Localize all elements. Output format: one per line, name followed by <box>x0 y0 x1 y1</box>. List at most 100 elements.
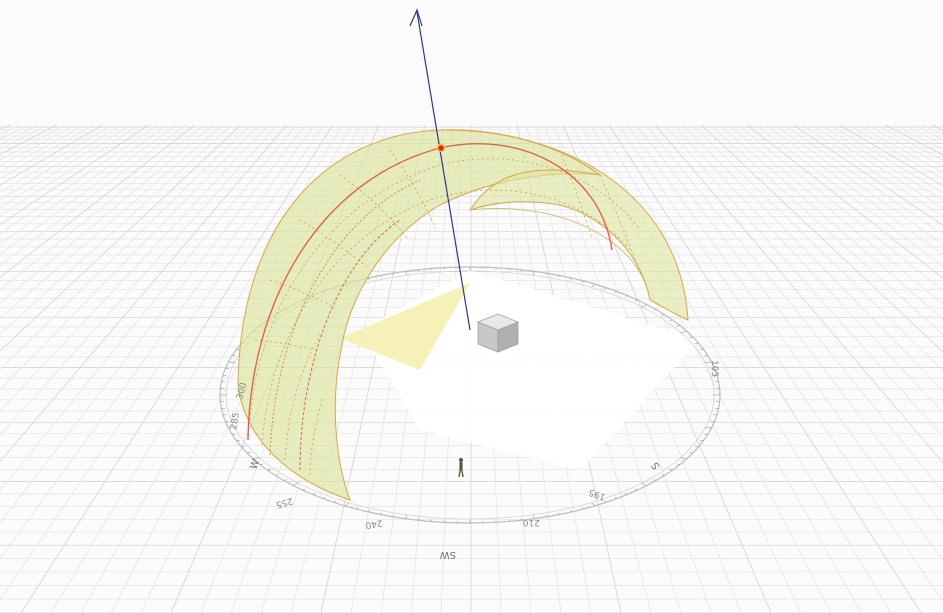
grid-line-radial <box>0 119 157 226</box>
dome-lattice-arc <box>389 149 471 321</box>
sun-position-marker-icon[interactable] <box>436 143 446 153</box>
compass-tick <box>521 518 523 521</box>
grid-line-radial <box>641 119 943 493</box>
compass-label-sw: SW <box>440 549 456 560</box>
compass-tick <box>704 361 712 364</box>
compass-tick <box>680 330 687 333</box>
grid-line-radial <box>0 119 220 305</box>
sun-vector-arrow-icon <box>409 8 423 27</box>
sun-path-equinox <box>269 179 421 456</box>
compass-label-300: 300 <box>235 381 249 400</box>
grid-line-radial <box>0 119 58 150</box>
grid-line-radial <box>0 119 148 217</box>
compass-tick <box>689 452 693 454</box>
compass-tick <box>344 502 349 507</box>
grid-line-radial <box>758 119 943 256</box>
compass-tick <box>380 512 382 515</box>
grid-line-radial <box>0 119 139 208</box>
grid-line-radial <box>605 119 922 613</box>
dome-left-shell <box>237 129 602 501</box>
compass-tick <box>508 519 510 522</box>
compass-tick <box>695 342 699 344</box>
compass-tick <box>430 519 432 522</box>
compass-tick <box>236 439 240 442</box>
grid-line-radial <box>884 119 943 150</box>
compass-tick <box>392 514 395 517</box>
grid-line-radial <box>0 119 238 335</box>
compass-tick <box>312 492 316 495</box>
grid-line-radial <box>0 119 13 126</box>
compass-tick <box>333 500 336 503</box>
compass-tick <box>232 355 236 357</box>
grid-line-radial <box>668 119 943 413</box>
compass-tick <box>232 433 236 435</box>
compass-tick <box>614 291 618 294</box>
compass-tick <box>241 446 245 448</box>
shadow-area <box>340 283 470 370</box>
compass-tick <box>570 277 572 280</box>
grid-line-radial <box>623 119 943 562</box>
compass-tick <box>591 283 596 288</box>
compass-tick <box>545 273 548 276</box>
sun-path-winter <box>299 219 401 471</box>
compass-tick <box>689 336 693 338</box>
grid-line-radial <box>0 119 121 193</box>
compass-label-s: S <box>650 460 663 471</box>
grid-line-radial <box>20 119 337 613</box>
grid-line-radial <box>749 119 943 267</box>
grid-line-radial <box>704 119 943 336</box>
grid-line-radial <box>812 119 943 201</box>
compass-label-240: 240 <box>364 517 383 530</box>
grid-line-radial <box>0 119 301 492</box>
compass-tick <box>267 468 271 471</box>
compass-tick <box>356 507 359 510</box>
compass-tick <box>641 304 647 308</box>
compass-tick <box>653 479 656 481</box>
grid-line-radial <box>686 119 943 371</box>
compass-label-255: 255 <box>275 495 294 509</box>
compass-label-w: W <box>248 458 262 471</box>
grid-line-radial <box>0 119 310 524</box>
compass-tick <box>558 275 560 278</box>
compass-tick <box>604 500 607 503</box>
grid-line-radial <box>695 119 943 353</box>
grid-line-radial <box>713 119 943 320</box>
compass-tick <box>591 502 596 507</box>
grid-line-radial <box>785 119 943 226</box>
grid-line-radial <box>722 119 943 305</box>
compass-tick <box>430 268 432 271</box>
grid-line-radial <box>0 119 328 601</box>
compass-tick <box>676 325 680 327</box>
compass-tick <box>417 518 419 521</box>
compass-tick <box>676 463 680 465</box>
grid-line-radial <box>650 119 943 464</box>
compass-tick <box>236 348 240 351</box>
grid-line-radial <box>866 119 943 161</box>
compass-tick <box>558 512 560 515</box>
grid-line-radial <box>0 119 256 370</box>
dome-inner-lip <box>469 208 651 301</box>
dome-lattice-arc <box>261 189 631 446</box>
dome-lattice-arc <box>249 158 641 421</box>
grid-line-radial <box>0 119 202 278</box>
compass-tick <box>624 295 628 298</box>
compass-tick <box>260 463 264 465</box>
compass-tick <box>322 496 326 499</box>
grid-line-radial <box>0 119 193 266</box>
grid-line-radial <box>938 119 943 123</box>
compass-tick <box>545 514 548 517</box>
grid-line-radial <box>767 119 943 245</box>
grid-line-radial <box>821 119 943 194</box>
compass-tick <box>532 271 535 275</box>
compass-tick <box>532 515 535 519</box>
building-box-icon[interactable] <box>476 313 520 353</box>
dome-right-shell <box>439 129 689 321</box>
compass-tick <box>284 479 287 481</box>
grid-line-radial <box>0 119 211 291</box>
human-scale-figure-icon <box>458 458 464 478</box>
compass-tick <box>634 488 638 491</box>
compass-tick <box>641 482 647 486</box>
compass-tick <box>508 268 510 271</box>
